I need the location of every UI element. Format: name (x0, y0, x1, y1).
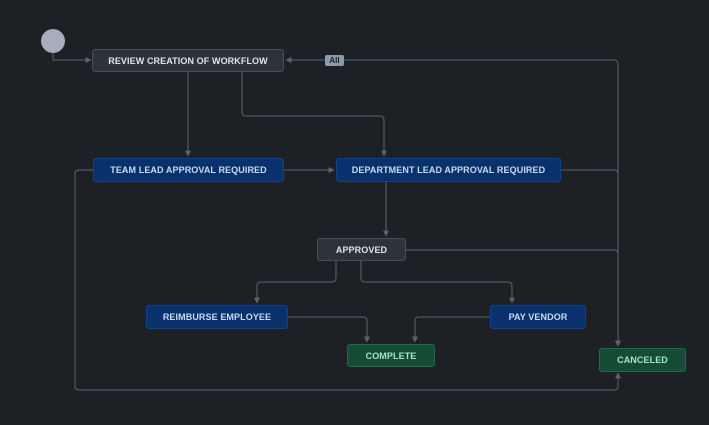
status-team-lead-approval-required[interactable]: TEAM LEAD APPROVAL REQUIRED (93, 158, 284, 182)
status-department-lead-approval-required[interactable]: DEPARTMENT LEAD APPROVAL REQUIRED (336, 158, 561, 182)
transition-approved-to-reimburse (254, 261, 337, 304)
transition-pay-vendor-to-complete (412, 316, 490, 343)
status-pay-vendor[interactable]: PAY VENDOR (490, 305, 586, 329)
transition-reimburse-to-complete (288, 316, 370, 343)
transition-review-to-dept-lead (241, 72, 387, 157)
status-complete[interactable]: COMPLETE (347, 344, 435, 367)
transition-approved-to-pay-vendor (360, 261, 515, 304)
start-node[interactable] (41, 29, 65, 53)
status-canceled[interactable]: CANCELED (599, 348, 686, 372)
status-approved[interactable]: APPROVED (317, 238, 406, 261)
transition-all-to-review (285, 57, 619, 346)
transition-team-lead-to-canceled (74, 169, 621, 391)
status-reimburse-employee[interactable]: REIMBURSE EMPLOYEE (146, 305, 288, 329)
all-transition-badge[interactable]: All (325, 55, 344, 66)
transition-start-to-review (52, 53, 92, 63)
status-review-creation-of-workflow[interactable]: REVIEW CREATION OF WORKFLOW (92, 49, 284, 72)
